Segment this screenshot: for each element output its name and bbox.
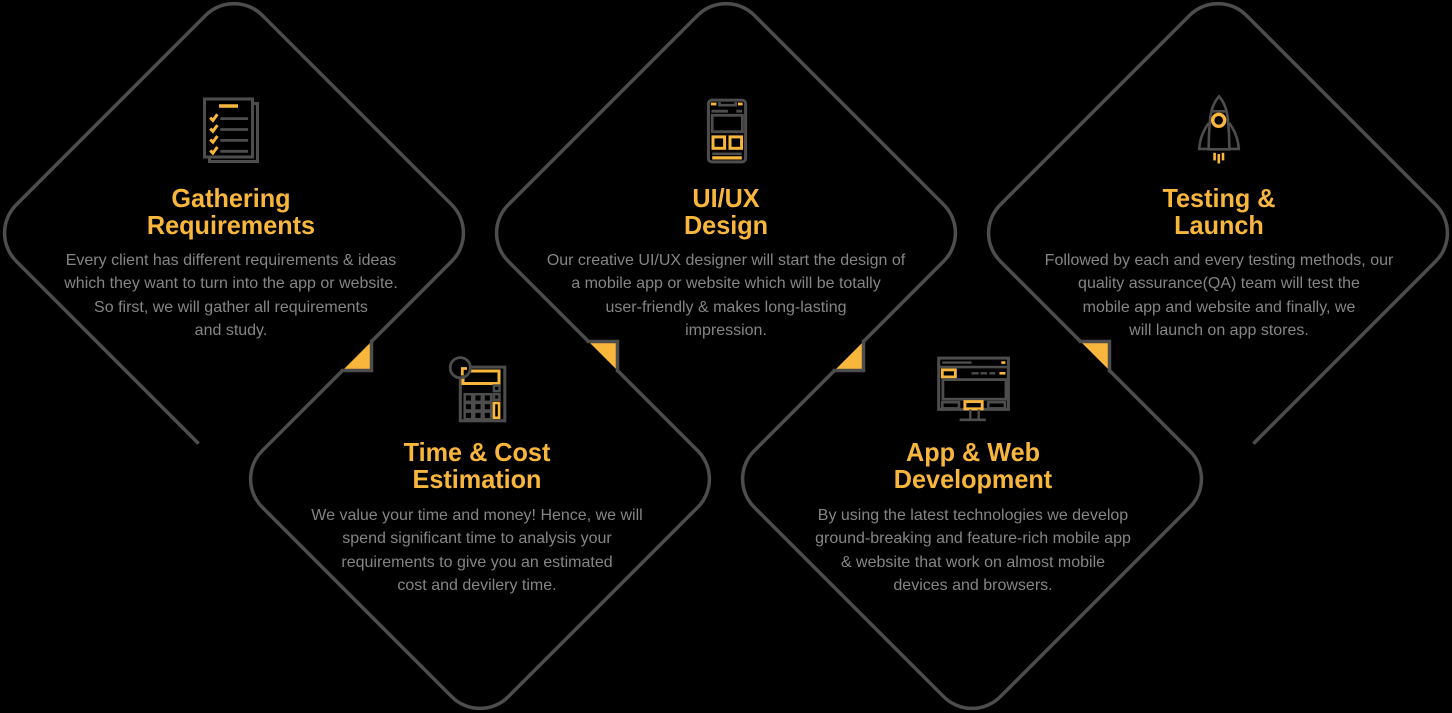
calculator-keys (463, 384, 501, 421)
fold-border (340, 339, 374, 373)
hero-banner-box (941, 378, 1008, 401)
card-description: Our creative UI/UX designer will start t… (546, 252, 906, 339)
card-description: We value your time and money! Hence, we … (311, 507, 643, 594)
desktop-monitor-icon (937, 356, 1010, 422)
card-title: Testing & Launch (1162, 183, 1276, 240)
fold-triangle-icon (834, 341, 864, 371)
fold-border (1078, 339, 1112, 373)
card-title: App & Web Development (893, 437, 1053, 494)
rocket-icon (1197, 94, 1241, 164)
fold-corner-1 (340, 339, 374, 373)
diamond-outline-2 (248, 369, 712, 711)
porthole-circle (1210, 112, 1227, 129)
fold-triangle-icon (342, 341, 372, 371)
card-title: Time & Cost Estimation (403, 437, 551, 494)
diamond-outline-1 (2, 1, 466, 445)
exhaust-flames (1213, 152, 1225, 164)
feature-box-center (963, 400, 984, 411)
diamond-outline-3 (494, 1, 958, 343)
fold-triangle-icon (1080, 341, 1110, 371)
phone-notch (718, 102, 737, 107)
list-lines (220, 117, 249, 153)
coin-circle (448, 356, 472, 380)
card-placeholder-left (711, 135, 727, 150)
equals-key (492, 401, 501, 420)
rocket-fin-right (1228, 122, 1241, 151)
fold-border (586, 339, 620, 373)
card-title: Gathering Requirements (146, 183, 316, 240)
mobile-wireframe-icon (706, 98, 748, 164)
diamond-outline-5 (986, 1, 1450, 445)
fold-triangle-icon (588, 341, 618, 371)
card-description: Every client has different requirements … (64, 252, 398, 339)
fold-corner-3 (832, 339, 866, 373)
fold-corner-2 (586, 339, 620, 373)
card-description: Followed by each and every testing metho… (1044, 252, 1394, 339)
fold-corner-4 (1078, 339, 1112, 373)
fold-corners (340, 339, 1112, 373)
rocket-fin-left (1197, 122, 1210, 151)
hero-placeholder (710, 113, 744, 134)
card-description: By using the latest technologies we deve… (815, 507, 1131, 594)
sheet-front (203, 97, 254, 159)
display-corner (460, 367, 467, 376)
fold-border (832, 339, 866, 373)
check-marks (209, 113, 219, 156)
card-title: UI/UX Design (683, 183, 769, 240)
site-logo-box (940, 368, 957, 379)
checklist-clipboard-icon (203, 97, 259, 163)
card-placeholder-right (728, 135, 744, 150)
calculator-icon (448, 356, 507, 423)
diamond-outline-4 (740, 369, 1204, 711)
